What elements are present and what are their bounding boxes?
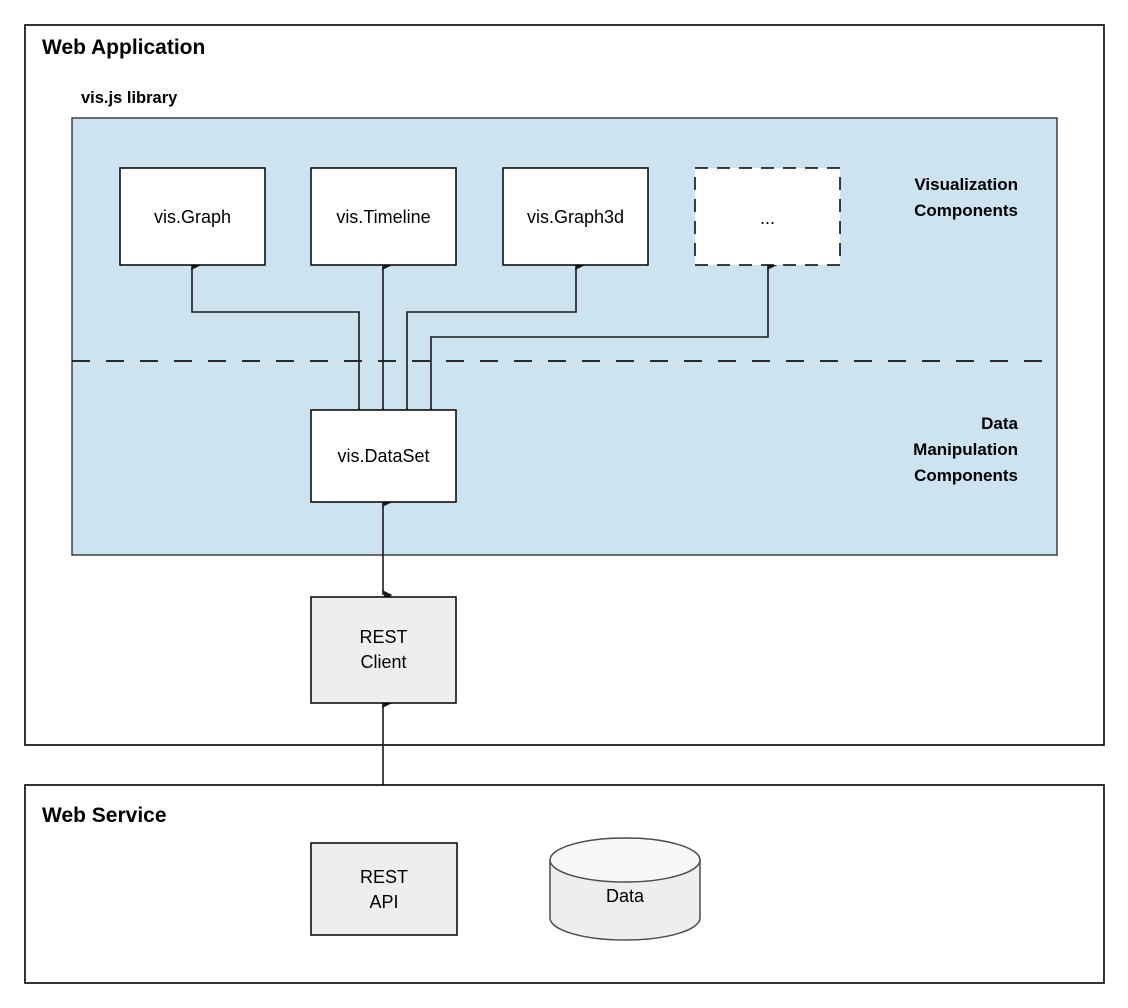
- node-vis-graph3d[interactable]: vis.Graph3d: [502, 167, 649, 266]
- node-vis-graph-label: vis.Graph: [154, 207, 231, 227]
- web-service-title: Web Service: [42, 804, 167, 827]
- node-vis-timeline[interactable]: vis.Timeline: [310, 167, 457, 266]
- node-rest-client-label-line2: Client: [360, 652, 406, 672]
- node-rest-client[interactable]: REST Client: [310, 596, 457, 704]
- data-manipulation-label-line1: Data: [981, 414, 1018, 433]
- node-more-components[interactable]: ...: [694, 167, 841, 266]
- edge-more-dataset: [429, 259, 778, 419]
- node-rest-api[interactable]: REST API: [310, 842, 458, 936]
- node-rest-client-label-line1: REST: [359, 627, 407, 647]
- node-rest-api-label-line2: API: [369, 892, 398, 912]
- node-vis-dataset[interactable]: vis.DataSet: [310, 409, 457, 503]
- node-data-store-label: Data: [606, 886, 645, 906]
- node-vis-dataset-label: vis.DataSet: [337, 446, 429, 466]
- node-vis-graph[interactable]: vis.Graph: [119, 167, 266, 266]
- node-vis-timeline-label: vis.Timeline: [336, 207, 430, 227]
- data-manipulation-label-line3: Components: [914, 466, 1018, 485]
- visualization-components-label-line2: Components: [914, 201, 1018, 220]
- visjs-library-title: vis.js library: [81, 89, 178, 107]
- node-data-store[interactable]: Data: [549, 837, 701, 941]
- web-application-title: Web Application: [42, 36, 205, 59]
- edge-graph-dataset: [190, 259, 369, 419]
- data-manipulation-label-line2: Manipulation: [913, 440, 1018, 459]
- node-vis-graph3d-label: vis.Graph3d: [527, 207, 624, 227]
- node-more-components-label: ...: [760, 208, 775, 228]
- node-rest-api-label-line1: REST: [360, 867, 408, 887]
- visualization-components-label-line1: Visualization: [914, 175, 1018, 194]
